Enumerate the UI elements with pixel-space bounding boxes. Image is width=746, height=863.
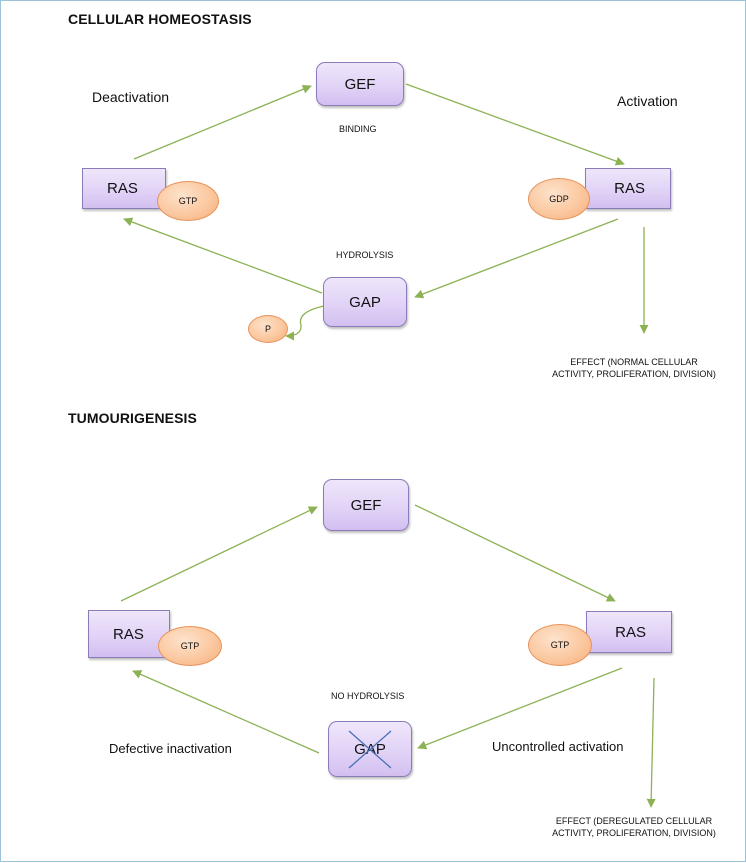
ras-node-left: RAS [82,168,166,209]
phosphate-node-label: P [264,324,271,334]
arrow-gap-to-ras [123,217,323,294]
gef-node: GEF [316,62,404,106]
gef-node-label: GEF [344,75,376,93]
effect-deregulated-line1: EFFECT (DEREGULATED CELLULAR [555,816,713,826]
uncontrolled-activation-label: Uncontrolled activation [492,739,624,754]
gdp-node: GDP [528,178,590,220]
effect-deregulated: EFFECT (DEREGULATED CELLULAR ACTIVITY, P… [529,815,739,839]
ras-node-right: RAS [585,168,671,209]
activation-label: Activation [617,93,678,109]
gap-node: GAP [323,277,407,327]
arrow-gef-to-ras-2 [414,504,616,602]
effect-normal: EFFECT (NORMAL CELLULAR ACTIVITY, PROLIF… [529,356,739,380]
gtp-node-left-2-label: GTP [180,641,200,651]
effect-deregulated-line2: ACTIVITY, PROLIFERATION, DIVISION) [552,828,716,838]
binding-label: BINDING [339,124,377,134]
arrow-ras-to-gap-2 [417,667,623,750]
ras-node-right-2-label: RAS [615,623,646,641]
arrow-gef-to-ras [405,83,625,166]
no-hydrolysis-label: NO HYDROLYSIS [331,691,405,701]
gtp-node-left: GTP [157,181,219,221]
effect-normal-line2: ACTIVITY, PROLIFERATION, DIVISION) [552,369,716,379]
phosphate-node: P [248,315,288,343]
deactivation-label: Deactivation [92,89,170,105]
section-title-tumourigenesis: TUMOURIGENESIS [68,410,197,426]
gap-node-inactive: GAP [328,721,412,777]
gtp-node-right-2-label: GTP [550,640,570,650]
hydrolysis-label: HYDROLYSIS [336,250,394,260]
section-title-homeostasis: CELLULAR HOMEOSTASIS [68,11,252,27]
arrow-ras-to-effect-2 [646,677,656,808]
ras-node-right-2: RAS [586,611,672,653]
gtp-node-right-2: GTP [528,624,592,666]
ras-node-right-label: RAS [614,180,645,197]
gef-node-2-label: GEF [350,496,382,514]
gtp-node-left-2: GTP [158,626,222,666]
gtp-node-left-label: GTP [178,196,198,206]
gap-node-label: GAP [349,293,381,311]
arrow-gap-to-phosphate [285,305,325,341]
arrow-ras-to-gef [133,84,312,160]
arrow-ras-to-gef-2 [120,506,318,602]
gdp-node-label: GDP [549,194,569,204]
ras-node-left-label: RAS [107,180,138,197]
arrow-gap-to-ras-2 [132,670,320,754]
effect-normal-line1: EFFECT (NORMAL CELLULAR [570,357,698,367]
cross-out-icon [348,730,392,769]
defective-inactivation-label: Defective inactivation [109,741,232,756]
ras-node-left-2: RAS [88,610,170,658]
gef-node-2: GEF [323,479,409,531]
arrow-ras-to-gap [414,218,619,299]
ras-node-left-2-label: RAS [113,625,144,643]
